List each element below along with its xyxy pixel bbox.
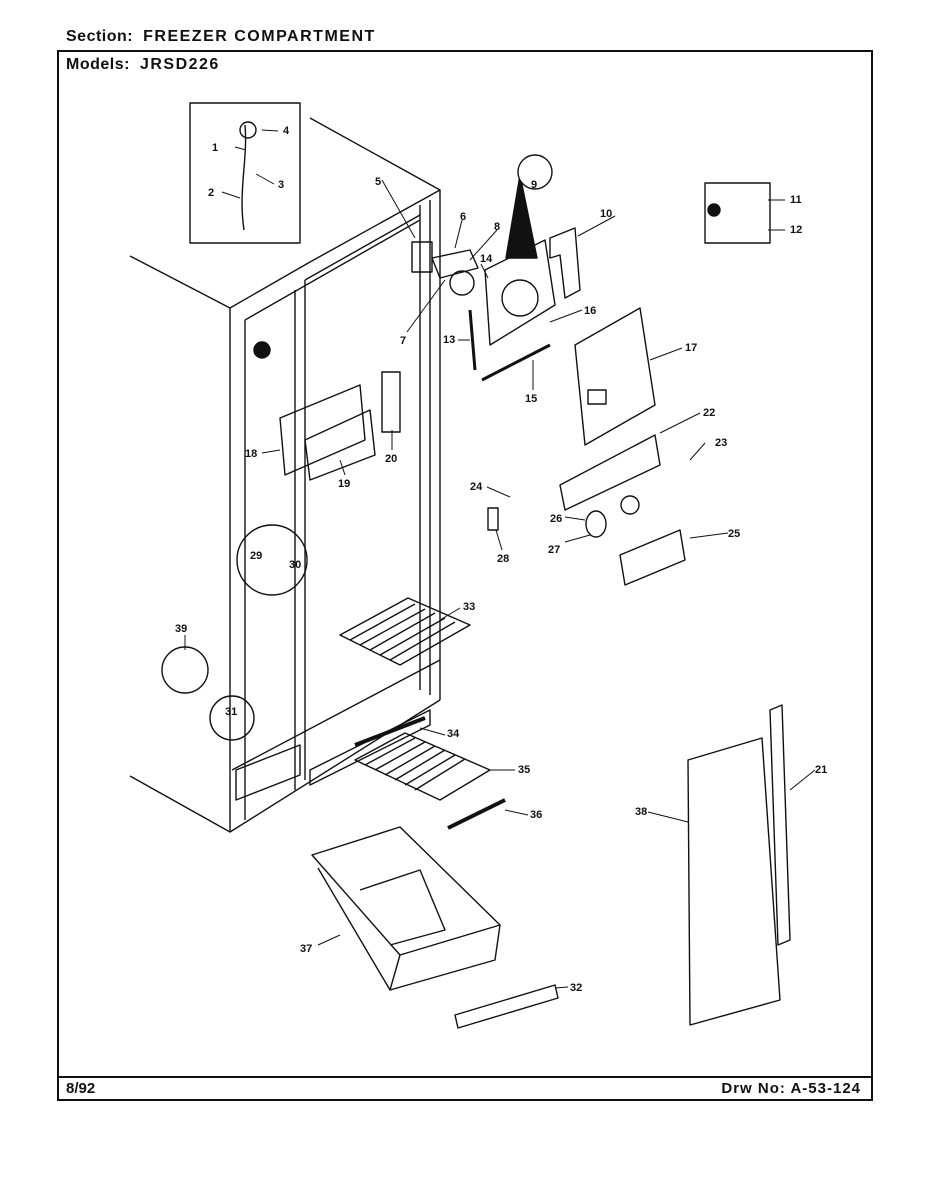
callout-33: 33 bbox=[463, 601, 475, 613]
control-kit-box bbox=[704, 182, 771, 244]
section-heading: Section: FREEZER COMPARTMENT bbox=[66, 28, 376, 46]
callout-12: 12 bbox=[790, 224, 802, 236]
callout-26: 26 bbox=[550, 513, 562, 525]
fan-shroud-plate bbox=[484, 154, 556, 346]
callout-10: 10 bbox=[600, 208, 612, 220]
drain-tube bbox=[468, 309, 477, 371]
detail-circle-31 bbox=[209, 695, 255, 741]
callout-6: 6 bbox=[460, 211, 466, 223]
callout-9: 9 bbox=[531, 179, 537, 191]
evaporator-cover bbox=[574, 307, 656, 446]
inset-box-tubing bbox=[189, 102, 301, 244]
callout-14: 14 bbox=[480, 253, 493, 265]
shelf-trim bbox=[447, 798, 506, 830]
callout-11: 11 bbox=[790, 194, 802, 206]
callout-17: 17 bbox=[685, 342, 697, 354]
lamp-socket bbox=[620, 495, 640, 515]
detail-circle-39 bbox=[161, 646, 209, 694]
light-shield bbox=[619, 529, 686, 586]
kit-marker-icon bbox=[707, 203, 721, 217]
callout-5: 5 bbox=[375, 176, 381, 188]
callout-39: 39 bbox=[175, 623, 187, 635]
callout-21: 21 bbox=[815, 764, 827, 776]
callout-22: 22 bbox=[703, 407, 715, 419]
wire-shelf-lower bbox=[354, 732, 491, 801]
models-key: Models: bbox=[66, 56, 130, 73]
callout-15: 15 bbox=[525, 393, 537, 405]
shelf-support bbox=[354, 716, 426, 747]
callout-3: 3 bbox=[278, 179, 284, 191]
section-key: Section: bbox=[66, 28, 134, 45]
callout-13: 13 bbox=[443, 334, 455, 346]
callout-23: 23 bbox=[715, 437, 727, 449]
valve-fitting bbox=[239, 121, 257, 139]
freezer-cabinet bbox=[129, 117, 441, 833]
callout-20: 20 bbox=[385, 453, 397, 465]
callout-25: 25 bbox=[728, 528, 740, 540]
seal-strip bbox=[481, 343, 551, 382]
water-tube bbox=[241, 124, 247, 231]
detail-circle-29-30 bbox=[236, 524, 308, 596]
callout-2: 2 bbox=[208, 187, 214, 199]
dispenser-panels bbox=[279, 371, 401, 481]
callout-24: 24 bbox=[470, 481, 483, 493]
callout-28: 28 bbox=[497, 553, 509, 565]
freezer-bin bbox=[311, 826, 501, 991]
fan-motor-assembly bbox=[411, 241, 479, 296]
section-value: FREEZER COMPARTMENT bbox=[143, 28, 376, 45]
callout-32: 32 bbox=[570, 982, 582, 994]
door-gasket bbox=[769, 704, 791, 946]
light-housing bbox=[559, 434, 661, 511]
callout-31: 31 bbox=[225, 706, 237, 718]
diagram-frame bbox=[57, 50, 873, 1101]
callout-4: 4 bbox=[283, 125, 290, 137]
drawing-number: Drw No: A-53-124 bbox=[721, 1080, 861, 1097]
callout-7: 7 bbox=[400, 335, 406, 347]
callout-1: 1 bbox=[212, 142, 218, 154]
leader-lines bbox=[184, 129, 816, 989]
callout-34: 34 bbox=[447, 728, 460, 740]
switch-part bbox=[487, 507, 499, 531]
callout-29: 29 bbox=[250, 550, 262, 562]
callout-16: 16 bbox=[584, 305, 596, 317]
bracket-part bbox=[549, 227, 581, 299]
wire-shelf-upper bbox=[339, 597, 471, 666]
callout-27: 27 bbox=[548, 544, 560, 556]
callout-36: 36 bbox=[530, 809, 542, 821]
bin-trim bbox=[454, 984, 559, 1029]
models-value: JRSD226 bbox=[139, 56, 220, 73]
callout-35: 35 bbox=[518, 764, 530, 776]
callout-37: 37 bbox=[300, 943, 312, 955]
location-marker-icon bbox=[253, 341, 271, 359]
callout-labels: 1 2 3 4 5 6 7 8 9 10 11 12 13 14 15 16 1… bbox=[175, 125, 827, 994]
light-bulb bbox=[585, 510, 607, 538]
callout-30: 30 bbox=[289, 559, 301, 571]
callout-38: 38 bbox=[635, 806, 647, 818]
callout-18: 18 bbox=[245, 448, 257, 460]
callout-8: 8 bbox=[494, 221, 500, 233]
footer-divider bbox=[57, 1076, 873, 1078]
door-liner-panel bbox=[687, 737, 781, 1026]
callout-19: 19 bbox=[338, 478, 350, 490]
revision-date: 8/92 bbox=[66, 1080, 96, 1097]
models-heading: Models: JRSD226 bbox=[66, 56, 220, 74]
